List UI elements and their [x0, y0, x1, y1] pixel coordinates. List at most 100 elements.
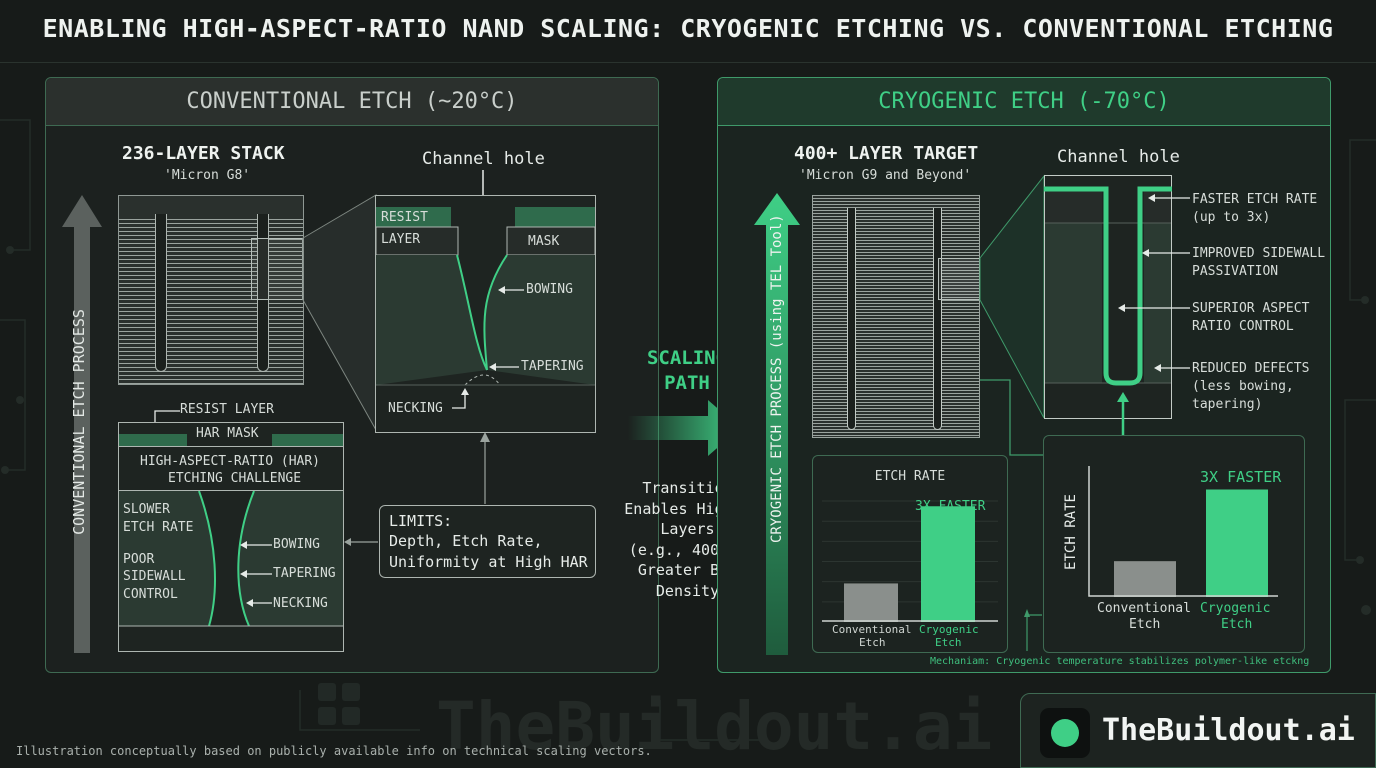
chart2-cat-cryo-2: Etch	[1221, 617, 1253, 632]
logo-dot-icon	[1051, 719, 1079, 747]
necking-label-zoom: NECKING	[388, 401, 443, 416]
conventional-process-label: CONVENTIONAL ETCH PROCESS	[70, 309, 88, 535]
title-divider	[0, 62, 1376, 63]
scaling-path-line1: SCALING	[646, 347, 728, 369]
conventional-panel-header: CONVENTIONAL ETCH (~20°C)	[46, 78, 658, 126]
har-hole-profile	[119, 491, 343, 627]
stack-title-400: 400+ LAYER TARGET	[794, 143, 979, 164]
scaling-path-line2: PATH	[664, 372, 710, 394]
bowing-arrow-zoom	[498, 286, 524, 294]
chart2-cat-cryo-1: Cryogenic	[1200, 601, 1271, 616]
tapering-arrow-zoom	[489, 363, 519, 371]
benefit-3-line2: RATIO CONTROL	[1192, 319, 1294, 334]
chart2-cat-conv-1: Conventional	[1097, 601, 1191, 616]
layer-stack-400	[812, 195, 980, 438]
stack-subtitle-g8: 'Micron G8'	[164, 168, 251, 183]
channel-hole-title-left: Channel hole	[422, 149, 545, 169]
har-mask-label: HAR MASK	[196, 426, 259, 441]
resist-label: RESIST	[381, 210, 428, 225]
channel-hole-profile-right	[1044, 186, 1172, 386]
har-divider	[119, 446, 343, 447]
cryogenic-process-label: CRYOGENIC ETCH PROCESS (using TEL Tool)	[769, 214, 785, 543]
layer-label: LAYER	[381, 232, 421, 247]
har-label-arrows	[240, 541, 272, 607]
footnote: Illustration conceptually based on publi…	[16, 744, 652, 758]
chart1-annotation: 3X FASTER	[915, 499, 986, 514]
zoom-region-marker	[251, 238, 303, 300]
watermark: TheBuildout.ai	[436, 688, 993, 765]
transition-line: Layers	[660, 520, 715, 539]
chart-connector	[1024, 609, 1042, 651]
har-resist-right	[272, 434, 343, 446]
layer-stack-236	[118, 195, 304, 385]
axis	[1088, 466, 1278, 597]
har-challenge-line1: HIGH-ASPECT-RATIO (HAR)	[140, 454, 321, 469]
tapering-label-zoom: TAPERING	[521, 359, 584, 374]
channel-hole-right-2	[933, 208, 942, 430]
limits-box	[379, 505, 596, 578]
necking-arrow-zoom	[452, 388, 469, 409]
bar-conventional-etch	[844, 583, 898, 622]
slower-line2: ETCH RATE	[123, 520, 194, 535]
har-divider-2	[119, 490, 343, 491]
scaling-path-arrow	[628, 400, 740, 456]
transition-line: (e.g., 400+),	[628, 540, 747, 559]
benefit-1-line1: FASTER ETCH RATE	[1192, 192, 1318, 207]
transition-line: Density	[655, 581, 720, 600]
bowing-label-har: BOWING	[273, 537, 320, 552]
benefit-4-line1: REDUCED DEFECTS	[1192, 361, 1310, 376]
transition-text: Transition Enables Higher Layers (e.g., …	[610, 478, 765, 602]
transition-line: Greater Bit	[637, 561, 738, 580]
benefit-arrows	[1118, 194, 1190, 372]
limits-line1: LIMITS:	[389, 512, 453, 530]
poor-line2: SIDEWALL	[123, 569, 186, 584]
resist-layer-label: RESIST LAYER	[180, 402, 274, 417]
chart-up-arrow	[1117, 392, 1129, 438]
chart1-plot	[822, 500, 998, 622]
chart2-plot	[1088, 466, 1278, 597]
benefit-2-line2: PASSIVATION	[1192, 264, 1279, 279]
benefit-1-line2: (up to 3x)	[1192, 210, 1271, 225]
limits-connectors	[344, 432, 490, 546]
bar-conventional-etch	[1114, 561, 1176, 597]
limits-line2: Depth, Etch Rate,	[389, 532, 543, 550]
conventional-process-arrow	[62, 195, 102, 653]
benefit-4-line2: (less bowing,	[1192, 379, 1294, 394]
channel-hole-right-1	[847, 208, 856, 430]
har-resist-left	[119, 434, 187, 446]
benefit-2-line1: IMPROVED SIDEWALL	[1192, 246, 1326, 261]
poor-line3: CONTROL	[123, 587, 178, 602]
tapering-label-har: TAPERING	[273, 566, 336, 581]
logo-text: TheBuildout.ai	[1102, 713, 1355, 748]
chart1-cat-cryo-2: Etch	[935, 636, 962, 649]
page-title: ENABLING HIGH-ASPECT-RATIO NAND SCALING:…	[42, 14, 1334, 43]
stack-to-chart-connector	[980, 379, 1046, 456]
chart1-cat-cryo-1: Cryogenic	[919, 623, 979, 636]
har-challenge-line2: ETCHING CHALLENGE	[168, 471, 302, 486]
benefit-4-line3: tapering)	[1192, 397, 1263, 412]
chart1-cat-conv-2: Etch	[859, 636, 886, 649]
poor-line1: POOR	[123, 552, 155, 567]
benefit-3-line1: SUPERIOR ASPECT	[1192, 301, 1310, 316]
channel-hole-left-2	[257, 214, 269, 372]
cryogenic-process-arrow	[754, 193, 800, 655]
chart1-title: ETCH RATE	[874, 469, 946, 484]
chart2-ylabel: ETCH RATE	[1063, 494, 1079, 570]
limits-line3: Uniformity at High HAR	[389, 553, 588, 571]
chart2-annotation: 3X FASTER	[1200, 468, 1282, 486]
channel-hole-profile-left	[375, 207, 596, 386]
cryogenic-panel-header: CRYOGENIC ETCH (-70°C)	[718, 78, 1330, 126]
chart1-cat-conv-1: Conventional	[832, 623, 912, 636]
stack-subtitle-g9: 'Micron G9 and Beyond'	[799, 168, 972, 183]
bar-cryogenic-etch	[921, 506, 975, 622]
slower-line1: SLOWER	[123, 502, 170, 517]
mechanism-note: Mechaniam: Cryogenic temperature stabili…	[930, 656, 1310, 667]
bowing-label-zoom: BOWING	[526, 282, 573, 297]
zoom-region-marker-right	[938, 258, 980, 300]
channel-hole-title-right: Channel hole	[1057, 147, 1180, 167]
bar-cryogenic-etch	[1206, 489, 1268, 597]
channel-hole-left-1	[155, 214, 167, 372]
necking-label-har: NECKING	[273, 596, 328, 611]
stack-top-cap	[119, 196, 303, 216]
